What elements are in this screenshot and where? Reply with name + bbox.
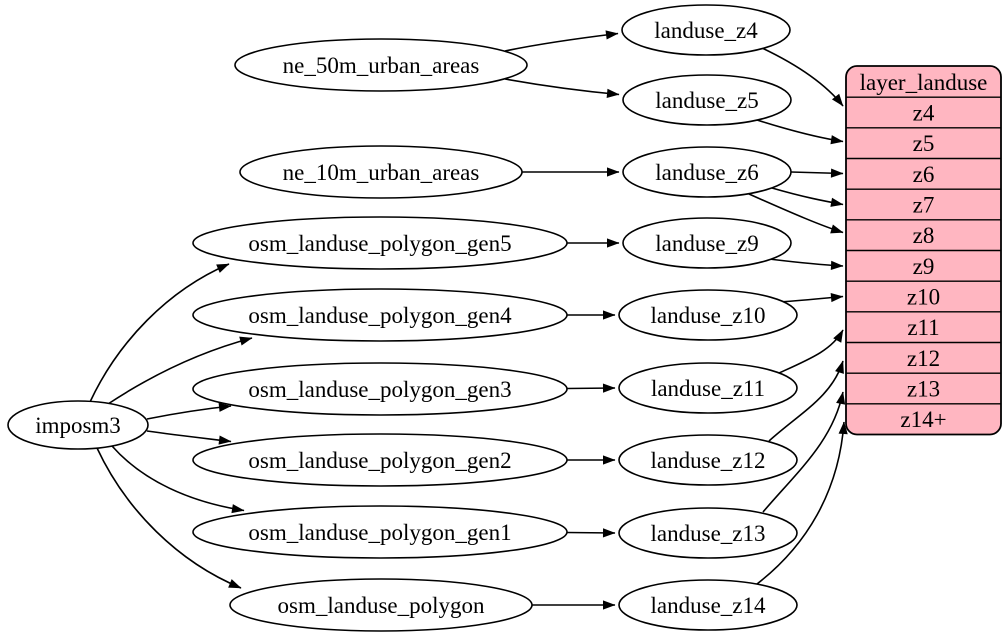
node-layer-landuse-table: layer_landuse z4 z5 z6 z7 z8 z9 z10 z11 …: [845, 65, 1002, 436]
node-landuse-z11: landuse_z11: [618, 362, 798, 414]
edge-landuse-z6-to-row-z6: [790, 168, 844, 178]
node-label: landuse_z10: [651, 303, 766, 328]
node-landuse-z9: landuse_z9: [622, 217, 792, 269]
edge-landuse-z6-to-row-z8: [748, 193, 844, 234]
edge-landuse-z4-to-row-z4: [761, 47, 844, 107]
edge-landuse-z5-to-row-z5: [756, 119, 844, 145]
node-imposm3: imposm3: [7, 400, 149, 450]
nodes-layer: imposm3 ne_50m_urban_areas ne_10m_urban_…: [7, 4, 1002, 632]
edge-imposm3-to-gen2: [146, 430, 232, 445]
table-title: layer_landuse: [860, 70, 988, 95]
node-label: landuse_z13: [651, 521, 766, 546]
node-label: landuse_z14: [651, 593, 766, 618]
node-label: osm_landuse_polygon_gen1: [248, 520, 511, 545]
edge-ne50m-to-landuse-z4: [504, 30, 619, 52]
node-landuse-z4: landuse_z4: [621, 4, 791, 56]
table-row-z5: z5: [913, 131, 935, 156]
table-row-z6: z6: [913, 162, 935, 187]
node-label: osm_landuse_polygon: [278, 593, 485, 618]
edge-ne50m-to-landuse-z5: [504, 78, 620, 98]
edge-landuse-z12-to-row-z12: [768, 360, 844, 442]
table-row-z7: z7: [913, 193, 935, 218]
node-osm-landuse-polygon: osm_landuse_polygon: [229, 578, 533, 632]
node-label: osm_landuse_polygon_gen2: [248, 448, 511, 473]
table-row-z13: z13: [907, 377, 940, 402]
node-ne-50m-urban-areas: ne_50m_urban_areas: [234, 38, 528, 92]
node-osm-landuse-polygon-gen4: osm_landuse_polygon_gen4: [192, 288, 568, 342]
node-label: osm_landuse_polygon_gen3: [248, 377, 511, 402]
table-row-z14plus: z14+: [900, 407, 946, 432]
node-ne-10m-urban-areas: ne_10m_urban_areas: [239, 145, 523, 199]
node-osm-landuse-polygon-gen2: osm_landuse_polygon_gen2: [192, 433, 568, 487]
edge-imposm3-to-gen5: [89, 263, 230, 403]
node-osm-landuse-polygon-gen3: osm_landuse_polygon_gen3: [192, 362, 568, 416]
edge-imposm3-to-polygon: [96, 447, 242, 589]
node-label: osm_landuse_polygon_gen5: [248, 231, 511, 256]
node-label: ne_10m_urban_areas: [283, 160, 480, 185]
node-osm-landuse-polygon-gen5: osm_landuse_polygon_gen5: [192, 216, 568, 270]
table-row-z4: z4: [913, 101, 935, 126]
edge-landuse-z13-to-row-z13: [762, 391, 846, 513]
edge-gen1-to-landuse-z13: [566, 528, 616, 538]
node-label: landuse_z5: [655, 88, 758, 113]
edge-landuse-z11-to-row-z11: [778, 329, 844, 374]
table-row-z8: z8: [913, 223, 935, 248]
table-row-z9: z9: [913, 254, 935, 279]
node-label: osm_landuse_polygon_gen4: [248, 303, 512, 328]
edge-imposm3-to-gen4: [107, 336, 253, 405]
node-label: landuse_z4: [654, 18, 758, 43]
table-row-z11: z11: [907, 315, 939, 340]
edge-landuse-z10-to-row-z10: [778, 292, 844, 303]
edge-landuse-z6-to-row-z7: [771, 187, 844, 207]
node-label: landuse_z12: [651, 448, 766, 473]
node-landuse-z6: landuse_z6: [622, 146, 792, 198]
table-row-z10: z10: [907, 285, 940, 310]
edge-imposm3-to-gen1: [111, 445, 245, 514]
node-osm-landuse-polygon-gen1: osm_landuse_polygon_gen1: [192, 505, 568, 559]
edge-landuse-z9-to-row-z9: [768, 258, 844, 270]
node-label: imposm3: [35, 413, 121, 438]
node-landuse-z12: landuse_z12: [618, 434, 798, 486]
node-label: landuse_z6: [655, 160, 758, 185]
edge-landuse-z14-to-row-z14: [756, 421, 848, 585]
node-label: landuse_z9: [655, 231, 758, 256]
node-landuse-z10: landuse_z10: [618, 289, 798, 341]
edge-imposm3-to-gen3: [146, 402, 232, 420]
edges-layer: [89, 30, 848, 610]
node-landuse-z14: landuse_z14: [618, 579, 798, 631]
edge-gen3-to-landuse-z11: [566, 383, 616, 393]
node-label: landuse_z11: [651, 376, 765, 401]
table-row-z12: z12: [907, 346, 940, 371]
node-landuse-z5: landuse_z5: [622, 74, 792, 126]
node-landuse-z13: landuse_z13: [618, 507, 798, 559]
node-label: ne_50m_urban_areas: [283, 53, 480, 78]
